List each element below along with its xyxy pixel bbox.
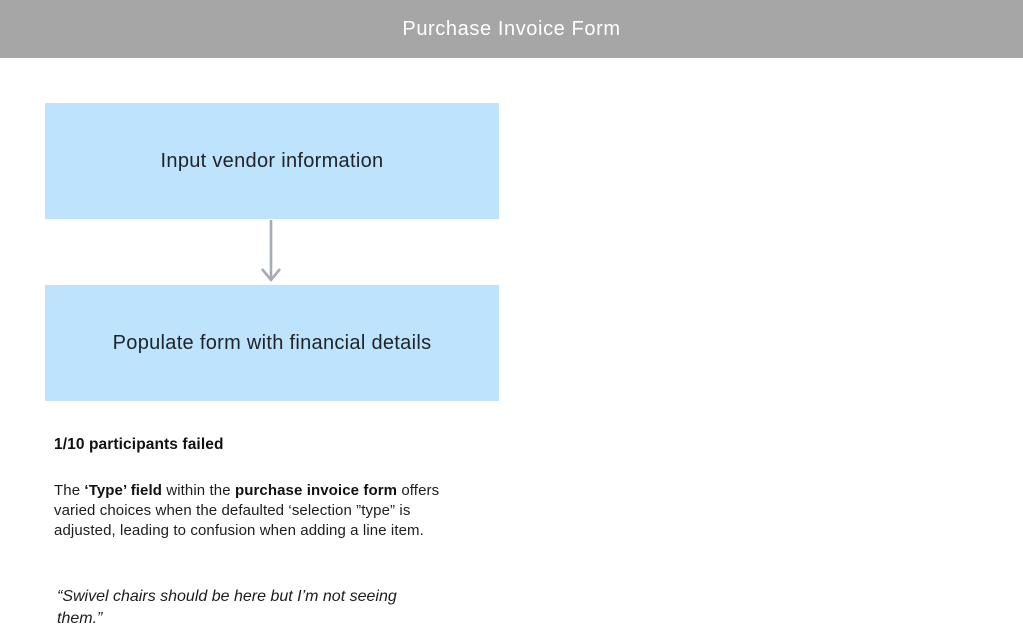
page-title: Purchase Invoice Form	[402, 17, 621, 40]
findings-description: The ‘Type’ field within the purchase inv…	[54, 481, 466, 541]
flow-step-label: Populate form with financial details	[112, 331, 432, 354]
findings-headline: 1/10 participants failed	[54, 436, 224, 453]
flow-step-input-vendor: Input vendor information	[45, 103, 499, 219]
participant-quote: “Swivel chairs should be here but I’m no…	[57, 588, 397, 627]
description-segment: The	[54, 482, 85, 499]
description-segment-bold: purchase invoice form	[234, 482, 398, 499]
down-arrow-icon	[260, 220, 282, 283]
description-segment-bold: ‘Type’ field	[84, 482, 163, 499]
description-segment: within the	[162, 482, 235, 499]
flow-step-populate-form: Populate form with financial details	[45, 285, 499, 401]
flow-step-label: Input vendor information	[160, 149, 384, 172]
header-bar: Purchase Invoice Form	[0, 0, 1023, 58]
description-segment: offers varied choices when the defaulted…	[54, 482, 440, 539]
